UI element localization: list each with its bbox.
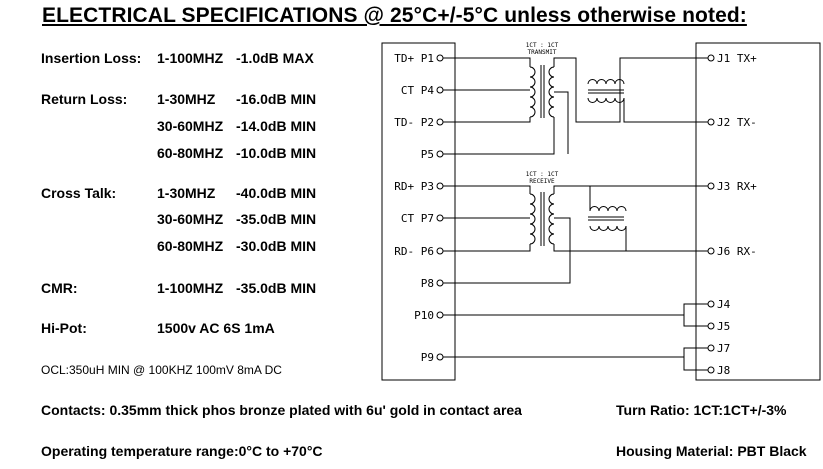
cmr-range: 1-100MHZ: [157, 280, 224, 296]
page-title: ELECTRICAL SPECIFICATIONS @ 25°C+/-5°C u…: [42, 4, 747, 27]
transmit-transformer: [443, 57, 708, 155]
hipot-label: Hi-Pot:: [41, 320, 87, 336]
cross-talk-value-2: -35.0dB MIN: [236, 211, 317, 227]
pin-label-j1: J1 TX+: [717, 52, 757, 65]
pin-label-j3: J3 RX+: [717, 180, 757, 193]
pin-label-p6: RD- P6: [394, 245, 434, 258]
pin-label-p4: CT P4: [401, 84, 434, 97]
return-loss-range-2: 30-60MHZ: [157, 118, 224, 134]
pin-label-p10: P10: [414, 309, 434, 322]
pin-label-j2: J2 TX-: [717, 116, 757, 129]
pin-label-p9: P9: [421, 351, 434, 364]
return-loss-value-3: -10.0dB MIN: [236, 145, 317, 161]
cmr-label: CMR:: [41, 280, 78, 296]
transmit-name-label: TRANSMIT: [528, 49, 557, 56]
cmr-value: -35.0dB MIN: [236, 280, 317, 296]
pin-label-p8: P8: [421, 277, 434, 290]
return-loss-range-1: 1-30MHZ: [157, 91, 216, 107]
insertion-loss-range: 1-100MHZ: [157, 50, 224, 66]
ocl-spec: OCL:350uH MIN @ 100KHZ 100mV 8mA DC: [41, 363, 282, 377]
pin-label-p5: P5: [421, 148, 434, 161]
cross-talk-value-3: -30.0dB MIN: [236, 238, 317, 254]
cross-talk-range-1: 1-30MHZ: [157, 185, 216, 201]
cross-talk-value-1: -40.0dB MIN: [236, 185, 317, 201]
pin-label-p1: TD+ P1: [394, 52, 434, 65]
contacts-spec: Contacts: 0.35mm thick phos bronze plate…: [41, 402, 522, 418]
return-loss-range-3: 60-80MHZ: [157, 145, 224, 161]
return-loss-value-1: -16.0dB MIN: [236, 91, 317, 107]
cross-talk-label: Cross Talk:: [41, 185, 117, 201]
cross-talk-range-3: 60-80MHZ: [157, 238, 224, 254]
pin-label-p3: RD+ P3: [394, 180, 434, 193]
receive-ratio-label: 1CT : 1CT: [526, 171, 559, 178]
receive-name-label: RECEIVE: [529, 178, 555, 185]
return-loss-label: Return Loss:: [41, 91, 128, 107]
receive-transformer: [443, 185, 708, 284]
pin-label-j7: J7: [717, 342, 730, 355]
shield-links: [443, 303, 708, 371]
transmit-ratio-label: 1CT : 1CT: [526, 42, 559, 49]
turn-ratio-spec: Turn Ratio: 1CT:1CT+/-3%: [616, 402, 787, 418]
pcb-side-box: [381, 42, 456, 381]
housing-material-spec: Housing Material: PBT Black: [616, 443, 807, 459]
pin-label-j5: J5: [717, 320, 730, 333]
right-pin-circles: [707, 54, 715, 374]
hipot-value: 1500v AC 6S 1mA: [157, 320, 275, 336]
pin-label-p7: CT P7: [401, 212, 434, 225]
rj45-side-box: [695, 42, 821, 381]
pin-label-j4: J4: [717, 298, 731, 311]
operating-temp-spec: Operating temperature range:0°C to +70°C: [41, 443, 323, 459]
return-loss-value-2: -14.0dB MIN: [236, 118, 317, 134]
left-pin-circles: [436, 54, 444, 361]
insertion-loss-label: Insertion Loss:: [41, 50, 142, 66]
pin-label-j6: J6 RX-: [717, 245, 757, 258]
insertion-loss-value: -1.0dB MAX: [236, 50, 314, 66]
cross-talk-range-2: 30-60MHZ: [157, 211, 224, 227]
pin-label-j8: J8: [717, 364, 730, 377]
pin-label-p2: TD- P2: [394, 116, 434, 129]
